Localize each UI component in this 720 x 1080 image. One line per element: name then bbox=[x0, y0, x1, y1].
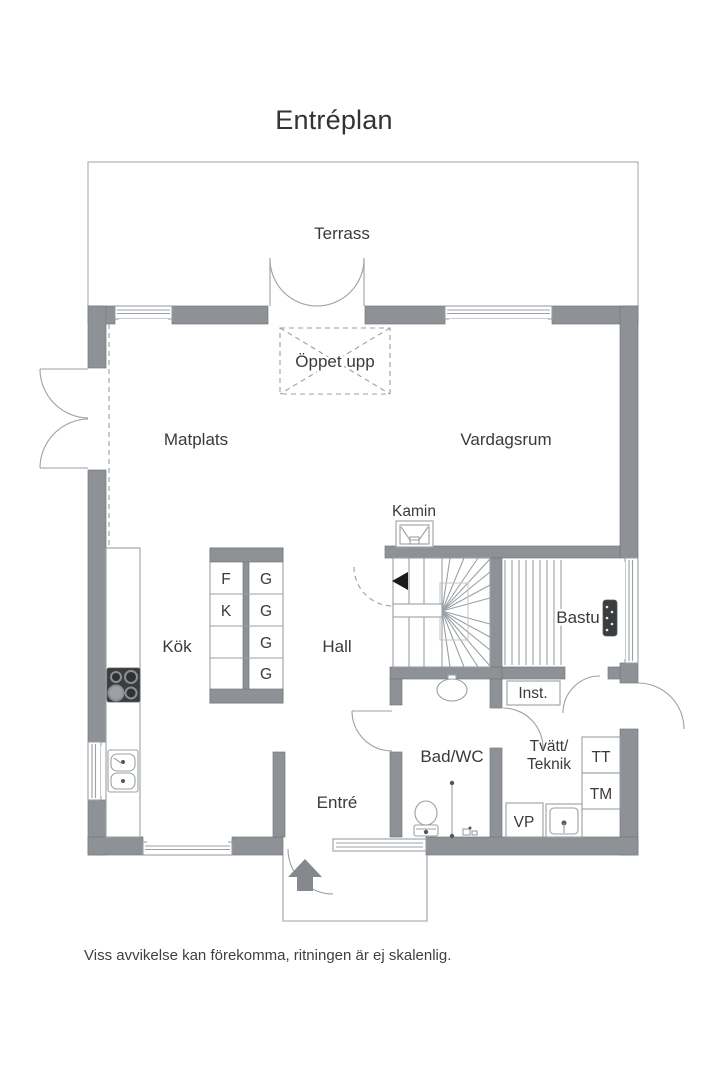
room-labels: Terrass Öppet upp Matplats Vardagsrum Ka… bbox=[162, 224, 612, 831]
open-above-marker bbox=[279, 327, 391, 395]
room-label-laundry-1: Tvätt/ bbox=[530, 738, 569, 755]
room-label-entrance: Entré bbox=[317, 793, 358, 812]
window-icon bbox=[114, 305, 173, 325]
doors bbox=[39, 257, 685, 895]
entrance-porch bbox=[282, 855, 428, 922]
room-label-laundry-2: Teknik bbox=[527, 756, 571, 773]
washer-box bbox=[581, 772, 621, 810]
appliance-label-heat-pump: VP bbox=[514, 814, 535, 831]
window-icon bbox=[619, 557, 639, 664]
bathroom-door-icon bbox=[351, 710, 393, 752]
appliance-label-dryer: TT bbox=[592, 749, 611, 766]
wall-segment bbox=[489, 678, 503, 709]
wall-segment bbox=[384, 545, 621, 559]
wall-segment bbox=[607, 666, 621, 680]
window-icon bbox=[87, 741, 107, 801]
terrace-double-door-icon bbox=[269, 257, 365, 307]
toilet-icon bbox=[413, 800, 439, 837]
wall-segment bbox=[501, 666, 566, 680]
room-label-kitchen: Kök bbox=[162, 637, 192, 656]
floor-drain-icon bbox=[462, 826, 478, 836]
island-cell-label: G bbox=[260, 666, 272, 683]
kitchen-counter bbox=[105, 547, 141, 838]
wall-segment bbox=[619, 662, 639, 684]
wall-segment bbox=[231, 836, 284, 856]
stair-winder-treads bbox=[441, 557, 491, 668]
entrance-arrow-icon bbox=[288, 859, 322, 891]
room-label-sauna: Bastu bbox=[556, 608, 599, 627]
wall-segment bbox=[489, 557, 503, 668]
room-label-installation: Inst. bbox=[518, 685, 547, 702]
room-label-fireplace: Kamin bbox=[392, 503, 436, 520]
dryer-box bbox=[581, 736, 621, 774]
appliance-label-washer: TM bbox=[590, 786, 612, 803]
room-label-hall: Hall bbox=[322, 637, 351, 656]
island-cell-label: G bbox=[260, 603, 272, 620]
window-icon bbox=[142, 837, 233, 856]
wall-segment bbox=[272, 751, 286, 838]
stair-direction-arrow-icon bbox=[392, 572, 408, 590]
wall-segment bbox=[87, 305, 107, 369]
disclaimer-text: Viss avvikelse kan förekomma, ritningen … bbox=[84, 947, 452, 964]
wall-segment bbox=[489, 747, 503, 838]
room-label-open-above: Öppet upp bbox=[295, 352, 374, 371]
wall-segment bbox=[619, 305, 639, 559]
sauna-door-icon bbox=[562, 675, 601, 714]
wall-segment bbox=[171, 305, 269, 325]
sauna-bench-icon bbox=[504, 560, 562, 665]
laundry-fixtures bbox=[505, 680, 621, 838]
kitchen-sink-icon bbox=[107, 749, 139, 793]
room-label-terrace: Terrass bbox=[314, 224, 370, 243]
left-double-door-icon bbox=[39, 368, 89, 469]
island-cell-label: K bbox=[221, 603, 232, 620]
installation-closet bbox=[506, 680, 561, 706]
room-label-living: Vardagsrum bbox=[460, 430, 551, 449]
sauna-heater-icon bbox=[602, 599, 618, 637]
wall-segment bbox=[389, 751, 403, 838]
island-cell-label: G bbox=[260, 635, 272, 652]
room-label-bathroom: Bad/WC bbox=[420, 747, 483, 766]
laundry-door-icon bbox=[502, 707, 544, 749]
bathroom-fixtures bbox=[413, 674, 478, 839]
staircase-icon bbox=[392, 557, 491, 668]
island-cell-label: G bbox=[260, 571, 272, 588]
heat-pump-box bbox=[505, 802, 544, 838]
entrance-door-icon bbox=[287, 838, 427, 895]
fireplace-icon bbox=[395, 520, 434, 548]
kitchen-island: F K G G G G bbox=[209, 547, 284, 704]
page-title: Entréplan bbox=[275, 105, 393, 135]
laundry-sink-icon bbox=[545, 803, 583, 838]
wall-segment bbox=[425, 836, 639, 856]
window-icon bbox=[444, 305, 553, 325]
wall-segment bbox=[389, 666, 503, 680]
island-cell-label: F bbox=[221, 571, 230, 588]
shower-rail-icon bbox=[449, 780, 455, 839]
wall-segment bbox=[87, 836, 144, 856]
terrace-outline bbox=[87, 161, 639, 306]
stair-handrail bbox=[392, 603, 443, 618]
wall-segment bbox=[87, 469, 107, 743]
wall-segment bbox=[619, 728, 639, 856]
wall-segment bbox=[389, 678, 403, 706]
wall-segment bbox=[364, 305, 446, 325]
exterior-side-door-icon bbox=[637, 682, 685, 730]
walls bbox=[87, 305, 639, 856]
room-label-dining: Matplats bbox=[164, 430, 228, 449]
washbasin-icon bbox=[436, 674, 468, 702]
windows bbox=[87, 305, 639, 856]
cooktop-icon bbox=[106, 667, 141, 703]
hall-dashed-door-icon bbox=[353, 566, 394, 607]
